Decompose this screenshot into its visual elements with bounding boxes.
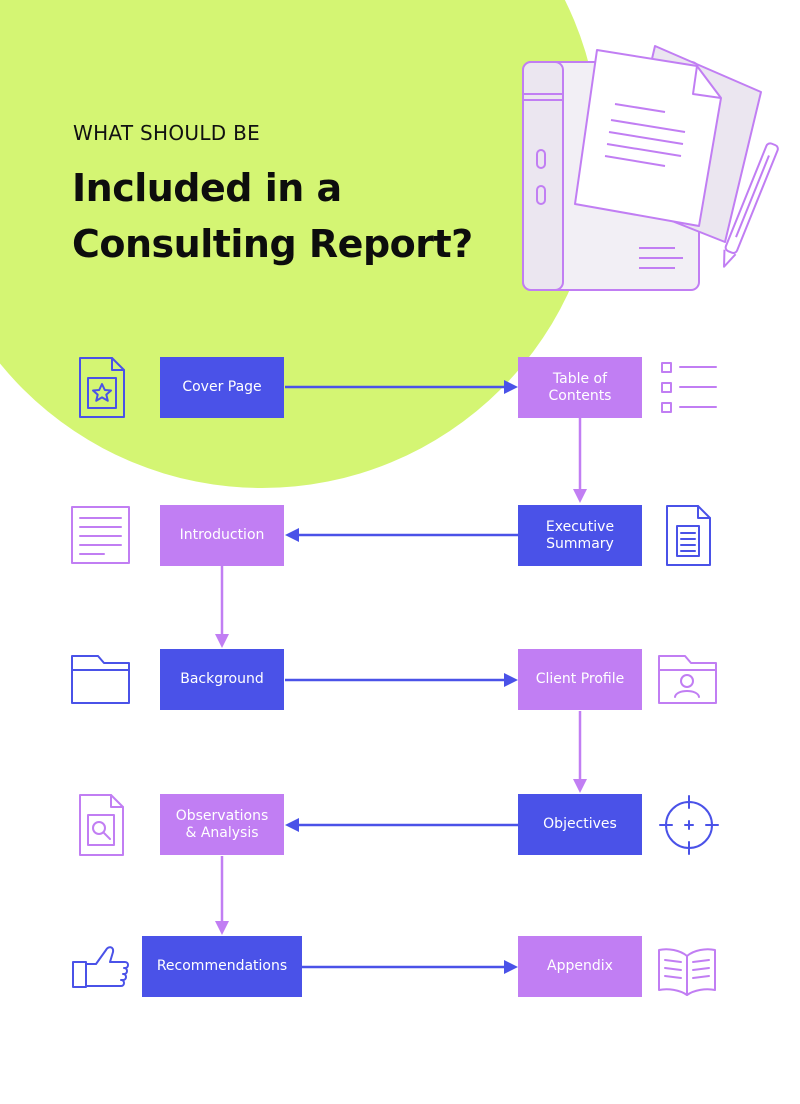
arrowhead [504,673,518,687]
step-executive-summary: Executive Summary [518,505,642,566]
step-objectives: Objectives [518,794,642,855]
step-introduction: Introduction [160,505,284,566]
magnifier-document-icon [79,794,124,856]
step-cover-page: Cover Page [160,357,284,418]
arrowhead [573,489,587,503]
title-line-2: Consulting Report? [72,222,473,266]
arrowhead [573,779,587,793]
star-document-icon [79,357,125,418]
heading-kicker: WHAT SHOULD BE [73,121,261,145]
arrowhead [504,960,518,974]
arrowhead [215,921,229,935]
arrowhead [285,528,299,542]
text-page-icon [71,506,130,564]
step-observations-analysis: Observations & Analysis [160,794,284,855]
step-table-of-contents: Table of Contents [518,357,642,418]
checklist-icon [661,362,717,413]
folder-icon [71,655,130,704]
step-appendix: Appendix [518,936,642,997]
target-icon [659,795,719,855]
step-recommendations: Recommendations [142,936,302,997]
title-line-1: Included in a [72,166,342,210]
report-binder-illustration [522,45,779,291]
arrowhead [504,380,518,394]
step-client-profile: Client Profile [518,649,642,710]
page-title: Included in a Consulting Report? [72,160,473,272]
arrowhead [215,634,229,648]
open-book-icon [658,948,716,996]
arrowhead [285,818,299,832]
thumbs-up-icon [72,946,129,988]
document-icon [666,505,711,566]
profile-folder-icon [658,655,717,704]
step-background: Background [160,649,284,710]
